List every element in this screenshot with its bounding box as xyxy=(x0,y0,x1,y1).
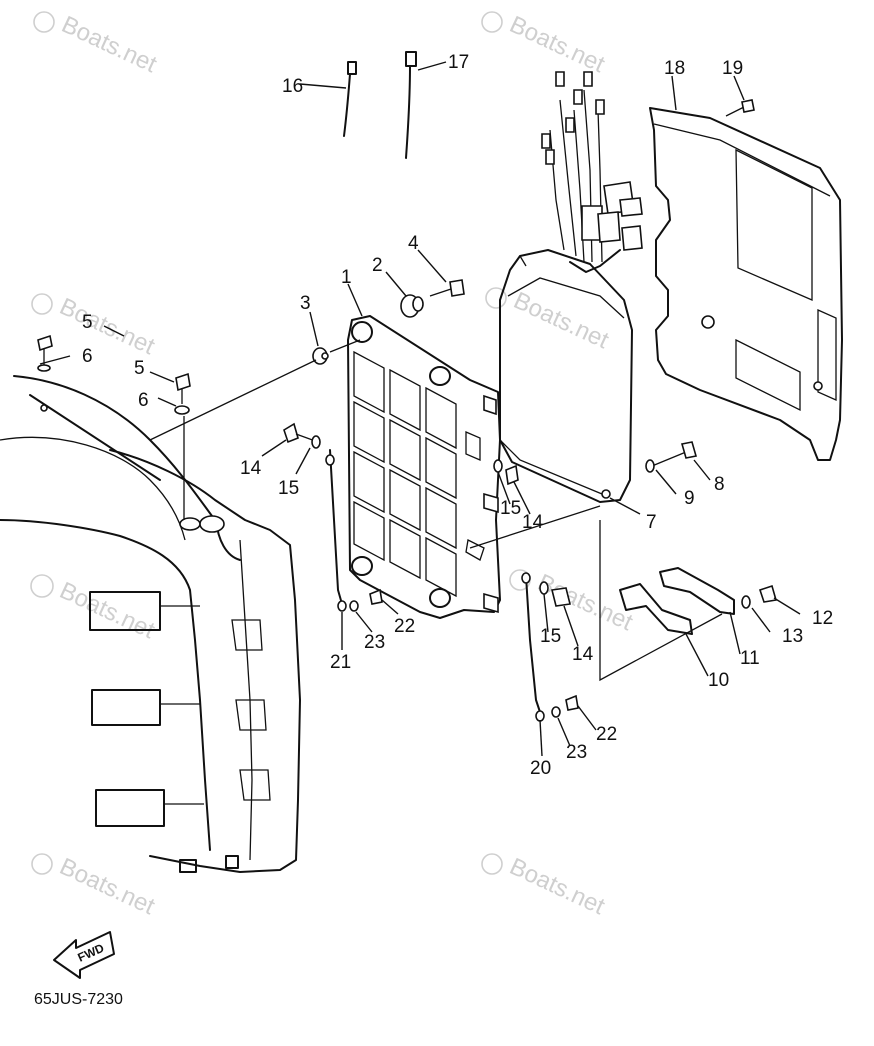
svg-text:Boats.net: Boats.net xyxy=(57,11,161,78)
part-label-14-mid: 14 xyxy=(522,512,544,533)
part-label-23-left: 23 xyxy=(364,632,385,653)
watermark-bottom-center: Boats.net xyxy=(481,853,609,920)
part-label-18: 18 xyxy=(664,58,685,79)
part-label-22-left: 22 xyxy=(394,616,415,637)
leader-lines xyxy=(39,61,801,757)
part-label-4: 4 xyxy=(408,233,419,254)
part-label-22-lower: 22 xyxy=(596,724,617,745)
part-label-6-mid: 6 xyxy=(138,390,149,411)
part-label-5-mid: 5 xyxy=(134,358,145,379)
part-label-20: 20 xyxy=(530,758,551,779)
fasteners xyxy=(37,51,778,722)
svg-text:Boats.net: Boats.net xyxy=(505,11,609,78)
part-labels: 1 2 3 4 5 5 6 6 7 8 9 10 11 12 13 14 14 … xyxy=(82,52,833,779)
part-label-5-left: 5 xyxy=(82,312,93,333)
svg-text:Boats.net: Boats.net xyxy=(55,577,159,644)
fwd-arrow-icon: FWD xyxy=(53,931,115,979)
part-label-15-lower: 15 xyxy=(540,626,561,647)
cover xyxy=(649,107,843,461)
part-label-7: 7 xyxy=(646,512,657,533)
watermark-left-large: Boats.net xyxy=(30,574,159,644)
part-label-15-mid: 15 xyxy=(500,498,521,519)
part-label-16: 16 xyxy=(282,76,303,97)
svg-text:Boats.net: Boats.net xyxy=(509,287,613,354)
part-label-17: 17 xyxy=(448,52,469,73)
part-label-11: 11 xyxy=(740,648,760,669)
part-label-2: 2 xyxy=(372,255,383,276)
part-label-3: 3 xyxy=(300,293,311,314)
part-label-10: 10 xyxy=(708,670,729,691)
part-label-13: 13 xyxy=(782,626,803,647)
part-label-19: 19 xyxy=(722,58,743,79)
svg-text:Boats.net: Boats.net xyxy=(55,853,159,920)
watermark-bottom-left: Boats.net xyxy=(31,853,159,920)
watermark-top-left: Boats.net xyxy=(33,11,161,78)
engine-block xyxy=(0,375,301,873)
part-label-12: 12 xyxy=(812,608,833,629)
part-label-6-left: 6 xyxy=(82,346,93,367)
part-label-23-lower: 23 xyxy=(566,742,587,763)
svg-text:FWD: FWD xyxy=(76,941,107,965)
part-label-14-lower: 14 xyxy=(572,644,594,665)
part-label-15-left: 15 xyxy=(278,478,299,499)
drawing-code: 65JUS-7230 xyxy=(34,991,123,1008)
watermark-mid-center: Boats.net xyxy=(485,287,613,354)
part-label-14-left: 14 xyxy=(240,458,262,479)
part-label-9: 9 xyxy=(684,488,695,509)
svg-text:Boats.net: Boats.net xyxy=(505,853,609,920)
watermark-top-center: Boats.net xyxy=(481,11,609,78)
cdi-unit xyxy=(499,71,643,503)
mounting-plate xyxy=(347,315,501,619)
watermark-mid-left: Boats.net xyxy=(31,293,159,360)
part-label-8: 8 xyxy=(714,474,725,495)
svg-text:Boats.net: Boats.net xyxy=(55,293,159,360)
assembly-lines xyxy=(149,339,723,682)
part-label-1: 1 xyxy=(341,267,352,288)
part-label-21: 21 xyxy=(330,652,351,673)
